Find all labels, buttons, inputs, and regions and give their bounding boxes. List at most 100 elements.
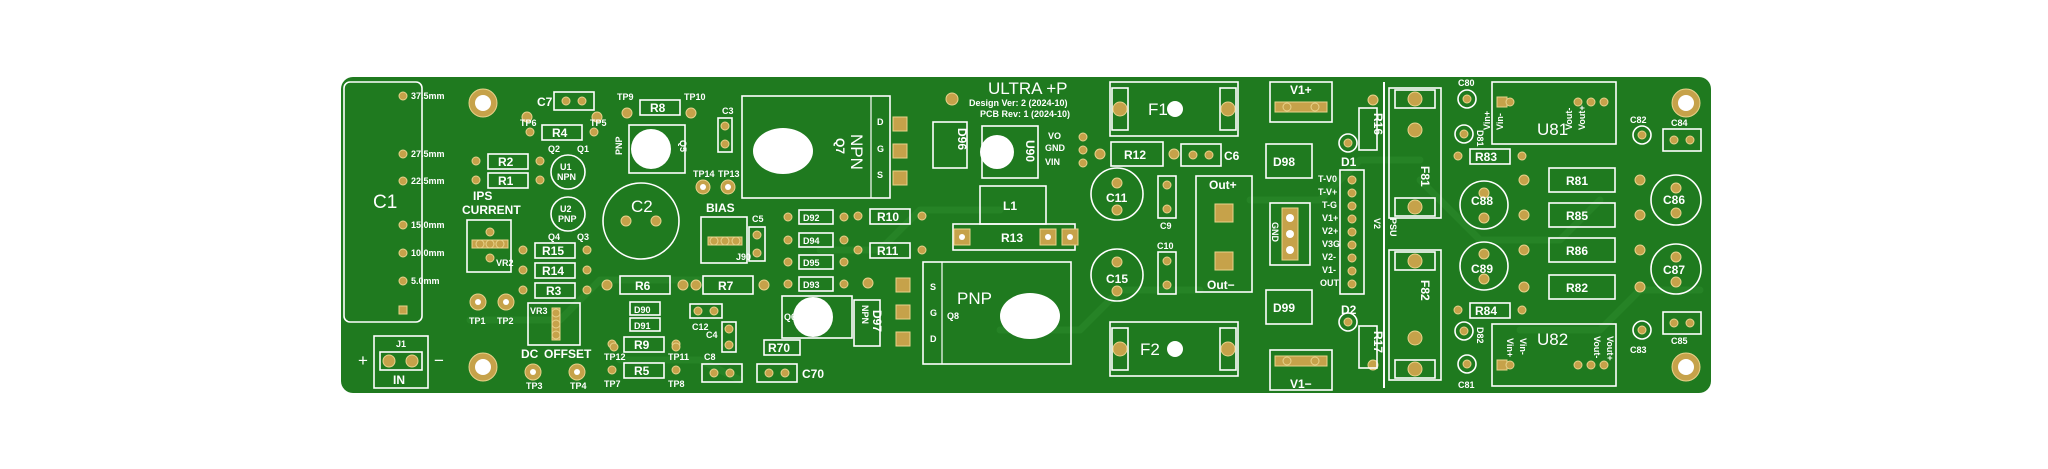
svg-text:R3: R3 [546,284,562,298]
resistor-r1: R1 [471,172,545,189]
svg-text:VR3: VR3 [530,306,548,316]
svg-text:D: D [877,117,884,127]
psu-label: PSU [1388,218,1398,237]
svg-text:TP8: TP8 [668,379,685,389]
svg-text:R86: R86 [1566,244,1588,258]
svg-text:C11: C11 [1106,191,1128,205]
resistor-r70: R70 [763,339,801,356]
resistor-r7: R7 [690,275,770,295]
svg-text:D98: D98 [1273,155,1295,169]
svg-text:R11: R11 [877,244,899,258]
offset-label: OFFSET [544,347,592,361]
svg-text:D1: D1 [1341,155,1357,169]
capacitor-c89: C89 [1459,241,1509,291]
svg-text:Vin+: Vin+ [1482,111,1492,130]
header-j90: T-V0 T-V+ T-G V1+ V2+ V3G V2- V1- OUT V2 [1318,169,1382,295]
capacitor-c3: C3 [717,106,734,153]
regulator-u90: U90 VO GND VIN [980,125,1088,179]
svg-text:PNP: PNP [957,289,992,308]
svg-text:TP4: TP4 [570,381,587,391]
via [862,277,874,289]
svg-text:V1−: V1− [1290,377,1312,391]
ips-label: IPS [473,189,492,203]
svg-text:Q8: Q8 [947,311,959,321]
resistor-r86: R86 [1518,237,1646,263]
resistor-r16: R16 [1358,107,1385,151]
capacitor-c5: C5 [748,214,766,262]
capacitor-c7: C7 [537,91,595,111]
vr1-label: VR2 [496,258,514,268]
svg-text:Q3: Q3 [577,232,589,242]
diode-d93: D93 [783,276,849,292]
resistor-r12: R12 [1094,141,1180,167]
capacitor-c11: C11 [1090,167,1144,221]
board-title: ULTRA +P [988,79,1068,98]
resistor-r5: R5 [607,362,681,379]
testpoint-tp4: TP4 [568,363,587,391]
testpoint-tp1: TP1 [469,293,487,326]
svg-text:C70: C70 [802,367,824,381]
trimmer-vr2: VR3 [527,302,581,346]
transistor-q6: Q6 NPN [781,295,870,339]
testpoint-tp5: TP5 [590,111,607,128]
resistor-r10: R10 [853,208,927,225]
mounting-holes [468,88,1701,382]
svg-text:S: S [877,170,883,180]
svg-text:Vin-: Vin- [1518,338,1528,355]
svg-text:F82: F82 [1418,280,1432,301]
testpoint-tp3: TP3 [524,363,543,391]
svg-text:J90: J90 [736,252,751,262]
svg-text:D90: D90 [634,305,651,315]
svg-text:R83: R83 [1475,150,1497,164]
fuse-f2: F2 [1109,321,1239,377]
capacitor-c6: C6 [1180,143,1240,167]
board-outline [341,77,1711,393]
capacitor-c88: C88 [1459,180,1509,230]
svg-text:TP13: TP13 [718,169,740,179]
fuse-f81: F81 [1388,87,1442,219]
svg-text:Q4: Q4 [548,232,560,242]
capacitor-c80: C80 [1457,78,1477,109]
resistor-r2: R2 [471,153,545,170]
capacitor-c83: C83 [1630,320,1652,355]
svg-text:C86: C86 [1663,193,1685,207]
current-label: CURRENT [462,203,521,217]
resistor-r81: R81 [1518,167,1646,193]
resistor-r6: R6 [601,275,689,295]
svg-text:U90: U90 [1023,140,1037,162]
j1-label: J1 [396,339,406,349]
svg-text:D81: D81 [1475,130,1485,147]
svg-text:R7: R7 [718,279,734,293]
capacitor-c12: C15 [1090,248,1144,302]
svg-text:Vout+: Vout+ [1605,336,1615,361]
svg-text:R70: R70 [768,341,790,355]
svg-text:R17: R17 [1371,331,1385,353]
svg-text:R6: R6 [635,279,651,293]
capacitor-c81: C81 [1457,354,1477,390]
svg-text:U81: U81 [1537,120,1568,139]
capacitor-c8: C8 [701,352,743,383]
resistor-r14: R14 [518,262,592,279]
svg-text:U2: U2 [560,204,572,214]
ips-current-block: IPS CURRENT VR2 [462,189,521,273]
capacitor-c87: C87 [1650,243,1702,295]
diode-d99: D99 [1265,289,1313,325]
svg-text:Q7: Q7 [833,138,847,154]
svg-text:NPN: NPN [847,134,866,170]
svg-text:C6: C6 [1224,149,1240,163]
svg-text:V1+: V1+ [1322,213,1338,223]
svg-text:R13: R13 [1001,231,1023,245]
svg-text:C12: C12 [692,322,709,332]
svg-text:C7: C7 [537,95,553,109]
dc-label: DC [521,347,539,361]
svg-text:R82: R82 [1566,281,1588,295]
resistor-r11: R11 [853,242,927,259]
mounting-hole [468,352,498,382]
svg-text:C81: C81 [1458,380,1475,390]
out-minus-label: Out− [1207,278,1235,292]
svg-text:F81: F81 [1418,166,1432,187]
svg-text:D93: D93 [803,280,820,290]
svg-text:NPN: NPN [557,172,576,182]
board-title-block: ULTRA +P Design Ver: 2 (2024-10) PCB Rev… [969,79,1070,119]
svg-text:D92: D92 [803,213,820,223]
